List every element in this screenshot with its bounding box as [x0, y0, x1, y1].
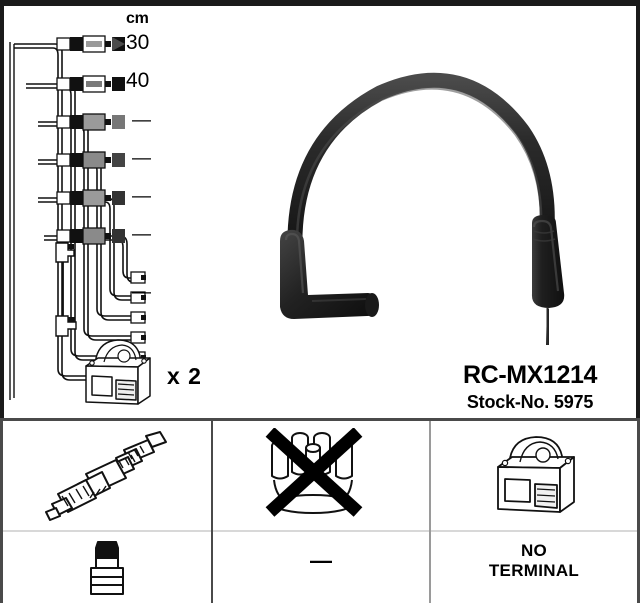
- lead-connector-2: [56, 75, 125, 93]
- cable-body: [287, 72, 555, 258]
- coil-end-boot: [531, 215, 565, 345]
- measurement-row-2: 40: [126, 69, 150, 92]
- lead-connector-3: [56, 113, 125, 131]
- spark-plug-boot-elbow: [280, 229, 379, 319]
- lead-connector-5: [56, 189, 125, 207]
- frame-right-border: [636, 0, 640, 420]
- panel-dash-marker: —: [310, 548, 332, 573]
- frame-bottom-right-border: [637, 421, 640, 603]
- wire-harness-diagram: [9, 35, 146, 400]
- measurement-row-5: —: [132, 186, 151, 207]
- stock-number-label: Stock-No. 5975: [466, 392, 594, 412]
- measurement-row-6: —: [132, 224, 151, 245]
- cross-out-mark: [265, 428, 363, 517]
- product-code-label: RC-MX1214: [463, 361, 597, 389]
- ignition-cable-photo: [280, 72, 565, 345]
- ignition-coil-icon: [497, 436, 575, 513]
- panel-divider-horizontal-sub: [0, 530, 640, 532]
- no-terminal-caption-line1: NO: [520, 541, 548, 560]
- no-terminal-caption-line2: TERMINAL: [488, 561, 580, 580]
- distributor-cap-crossed-out-icon: [265, 428, 363, 517]
- measurement-row-1: 30: [126, 31, 150, 54]
- measurement-row-3: —: [132, 110, 151, 131]
- lead-connector-1: [56, 35, 125, 53]
- frame-top-border: [0, 0, 640, 6]
- spark-plug-icon: [45, 431, 167, 521]
- frame-left-border: [0, 0, 4, 420]
- lead-connector-4: [56, 151, 125, 169]
- lead-connector-6: [56, 227, 125, 245]
- panel-divider-vertical-right: [429, 421, 431, 603]
- measurement-row-coil-lead: —: [132, 282, 151, 303]
- coil-lead-wire: [55, 242, 77, 337]
- frame-bottom-left-border: [0, 421, 3, 603]
- measurement-unit-header: cm: [126, 10, 149, 27]
- panel-divider-horizontal: [0, 418, 640, 421]
- measurement-row-4: —: [132, 148, 151, 169]
- quantity-label: x 2: [167, 363, 202, 389]
- panel-divider-vertical-left: [211, 421, 213, 603]
- rubber-boot-terminal-icon: [90, 541, 124, 595]
- ignition-coil-small-icon: [85, 339, 151, 405]
